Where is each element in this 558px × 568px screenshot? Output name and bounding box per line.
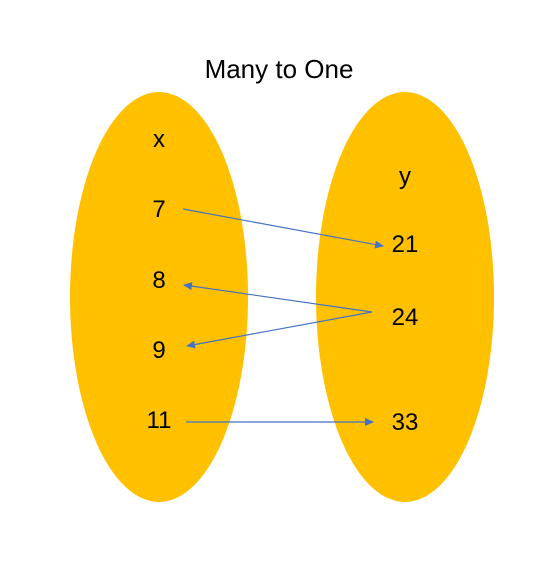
domain-element-11: 11 bbox=[146, 407, 172, 434]
codomain-set-ellipse bbox=[316, 92, 494, 502]
domain-element-8: 8 bbox=[152, 267, 166, 294]
codomain-element-33: 33 bbox=[391, 409, 419, 436]
diagram-title: Many to One bbox=[204, 54, 354, 84]
codomain-element-24: 24 bbox=[391, 304, 419, 331]
domain-set-ellipse bbox=[70, 92, 248, 502]
domain-element-7: 7 bbox=[152, 196, 166, 223]
arrow-24-to-9 bbox=[186, 311, 373, 349]
domain-element-9: 9 bbox=[152, 337, 166, 364]
domain-set-label: x bbox=[153, 126, 165, 153]
codomain-set-label: y bbox=[399, 163, 411, 190]
codomain-element-21: 21 bbox=[391, 231, 419, 258]
arrow-7-to-21 bbox=[182, 208, 384, 249]
arrow-24-to-8 bbox=[183, 282, 373, 313]
